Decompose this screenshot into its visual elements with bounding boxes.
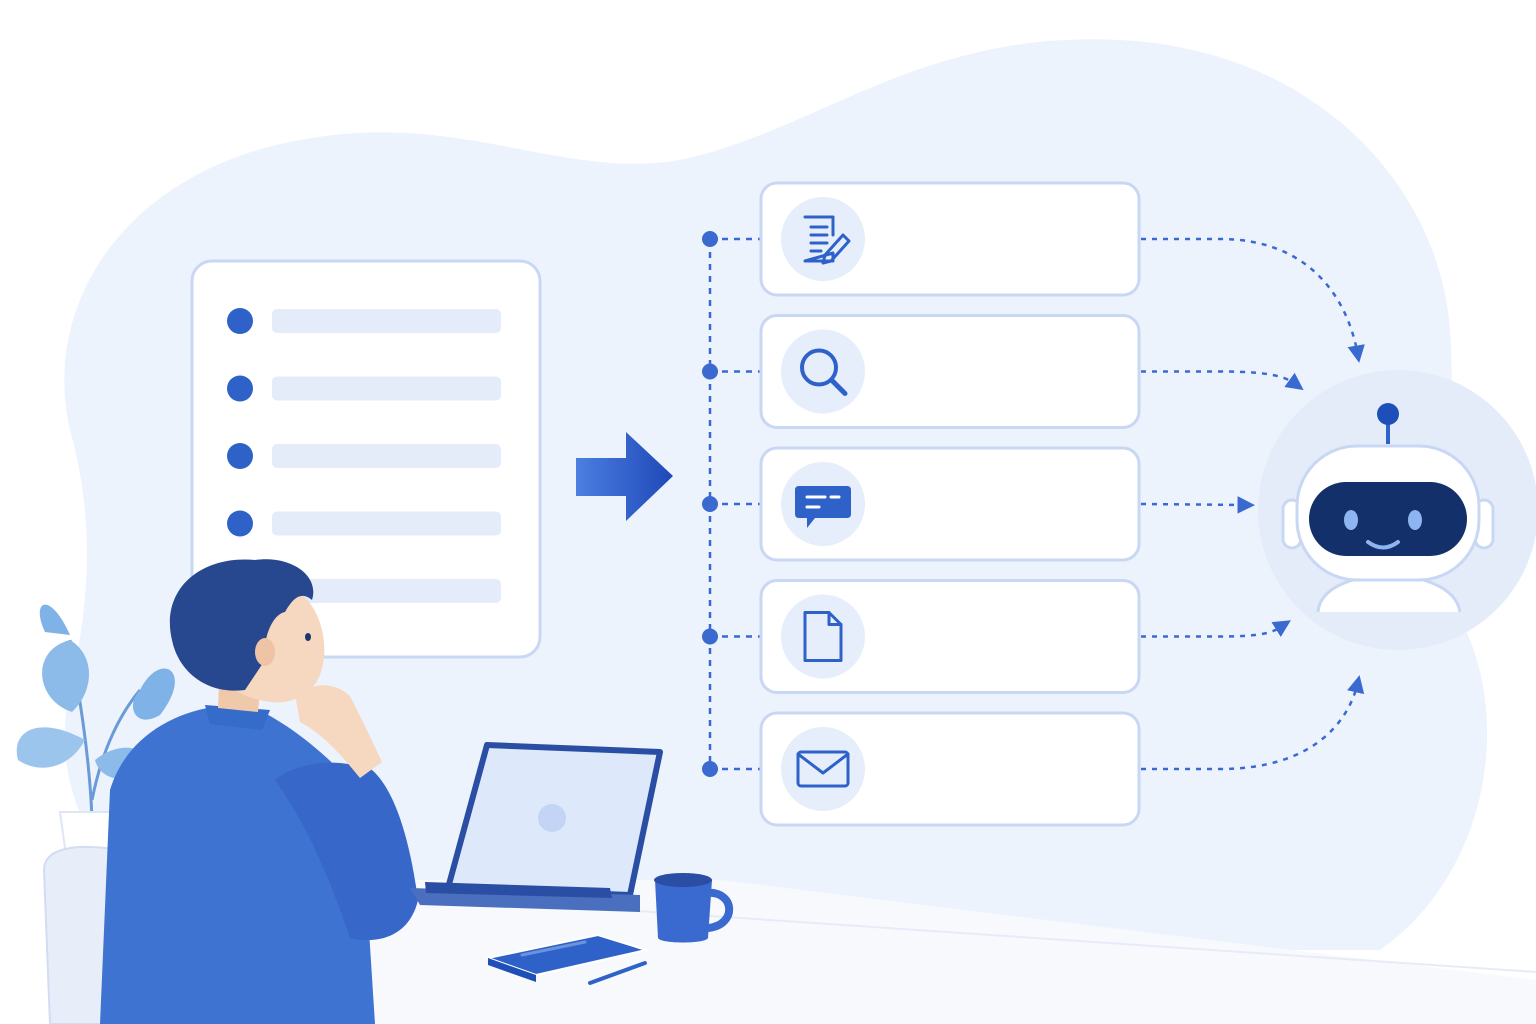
- checklist-item: [227, 443, 501, 469]
- connector-node: [702, 628, 718, 645]
- flow-line: [1141, 620, 1291, 638]
- icon-badge: [781, 329, 865, 414]
- document-edit-icon: [803, 215, 851, 265]
- task-card: [702, 711, 1141, 827]
- task-card: [702, 181, 1141, 297]
- connector-node: [702, 761, 718, 777]
- task-card: [702, 446, 1141, 562]
- card-box: [759, 181, 1141, 297]
- search-icon: [800, 348, 848, 396]
- flow-line: [1141, 237, 1365, 363]
- connector-node: [702, 231, 718, 247]
- card-box: [759, 711, 1141, 827]
- connector-node: [702, 496, 718, 512]
- connector-node: [702, 363, 718, 380]
- flow-line: [1140, 496, 1255, 514]
- flow-line: [1141, 675, 1365, 771]
- flow-arrow-icon: [576, 432, 673, 521]
- checklist-bar: [272, 376, 501, 401]
- icon-badge: [781, 727, 865, 811]
- checklist-items: [227, 308, 501, 604]
- desk: [140, 880, 1536, 1024]
- checklist-dot: [227, 443, 253, 469]
- task-card: [702, 314, 1141, 429]
- notebook: [484, 933, 650, 985]
- checklist-bar: [272, 579, 501, 603]
- card-box: [759, 579, 1141, 694]
- robot-icon: [1258, 370, 1536, 650]
- checklist-bar: [272, 511, 501, 536]
- checklist-item: [227, 375, 501, 402]
- person: [100, 559, 418, 1024]
- checklist-bar: [272, 309, 501, 333]
- checklist-item: [227, 308, 501, 334]
- file-icon: [803, 611, 843, 662]
- task-cards: [702, 181, 1141, 827]
- checklist-dot: [227, 308, 253, 334]
- checklist-dot: [227, 375, 253, 402]
- flow-lines: [1140, 237, 1365, 771]
- checklist-bar: [272, 444, 501, 468]
- coffee-mug: [654, 873, 734, 943]
- icon-badge: [781, 197, 865, 281]
- mail-icon: [796, 750, 850, 788]
- icon-badge: [781, 594, 865, 679]
- checklist-card: [190, 259, 542, 659]
- laptop: [410, 742, 663, 912]
- checklist-dot: [227, 510, 253, 537]
- task-card: [702, 579, 1141, 694]
- checklist-item: [227, 510, 501, 537]
- card-box: [759, 314, 1141, 429]
- card-box: [759, 446, 1141, 562]
- chat-bubble-icon: [795, 486, 851, 528]
- flow-line: [1141, 370, 1304, 391]
